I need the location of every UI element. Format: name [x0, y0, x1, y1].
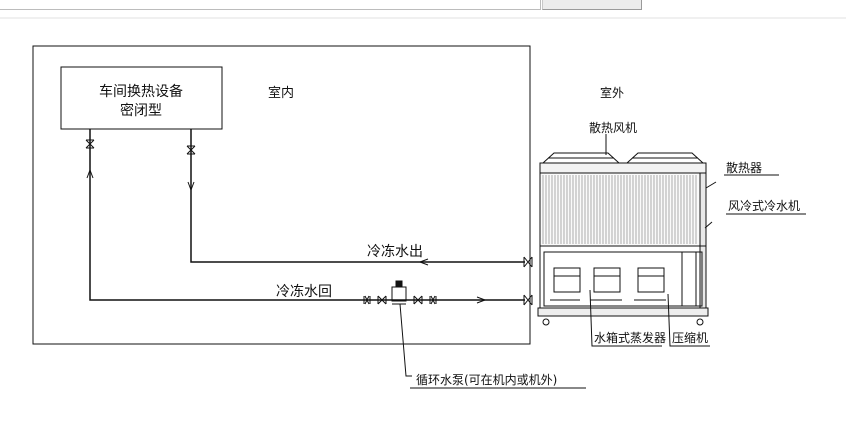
pipe-fittings-icon	[363, 295, 437, 305]
indoor-area-boundary	[32, 45, 531, 345]
flow-arrow-icon	[476, 296, 486, 304]
toolbar-button[interactable]	[542, 0, 642, 10]
compressor-leader-line	[667, 293, 710, 347]
air-cooled-chiller	[537, 152, 709, 326]
indoor-label: 室内	[268, 85, 294, 101]
radiator-label: 散热器	[726, 160, 762, 175]
supply-label: 冷冻水出	[367, 243, 423, 260]
tank-leader-line	[589, 289, 662, 347]
chiller-leader-line	[704, 221, 713, 229]
tank-label: 水箱式蒸发器	[594, 330, 666, 345]
equipment-type-label: 密闭型	[120, 102, 162, 119]
flow-arrow-icon	[187, 181, 195, 191]
evaporator-tank-icon	[593, 267, 621, 293]
equipment-label: 车间换热设备	[99, 83, 183, 100]
address-field[interactable]	[0, 0, 541, 10]
toolbar-divider	[0, 17, 846, 19]
fan-label: 散热风机	[589, 120, 637, 135]
flow-arrow-icon	[419, 258, 429, 266]
evaporator-tank-icon	[553, 267, 581, 293]
circulation-pump-icon	[388, 280, 410, 305]
pump-label: 循环水泵(可在机内或机外)	[416, 373, 557, 387]
chiller-label: 风冷式冷水机	[728, 199, 800, 213]
compressor-label: 压缩机	[672, 330, 708, 345]
supply-pipe	[190, 129, 525, 263]
pump-leader-line	[399, 303, 412, 377]
valve-icon	[186, 145, 196, 155]
return-label: 冷冻水回	[276, 283, 332, 300]
radiator-leader-line	[705, 181, 717, 189]
valve-icon	[85, 139, 95, 149]
heat-exchanger-box	[60, 66, 223, 130]
browser-toolbar	[0, 0, 846, 22]
connection-fittings-icon	[523, 256, 533, 306]
compressor-icon	[637, 267, 665, 293]
return-pipe	[89, 129, 525, 301]
outdoor-label: 室外	[600, 85, 624, 100]
flow-arrow-icon	[86, 169, 94, 179]
